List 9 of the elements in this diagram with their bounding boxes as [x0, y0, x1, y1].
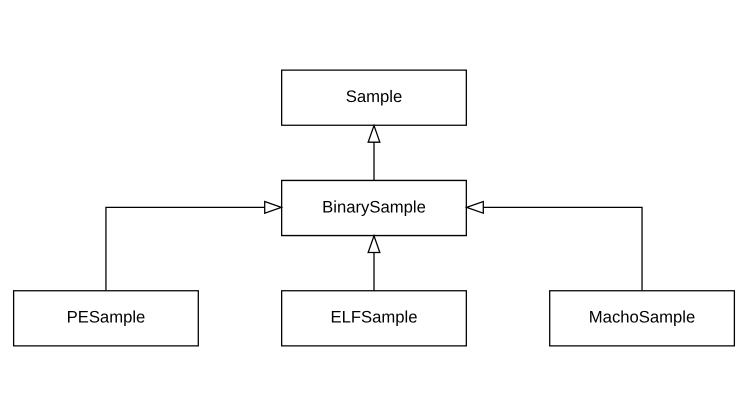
node-box: BinarySample [281, 179, 467, 236]
arrow [105, 200, 284, 290]
node-box: MachoSample [549, 290, 736, 346]
arrow [464, 200, 643, 290]
node-box: PESample [12, 290, 199, 346]
node-box: Sample [281, 68, 467, 126]
arrow [367, 123, 381, 180]
node-box: ELFSample [281, 290, 467, 346]
arrow [367, 233, 381, 290]
